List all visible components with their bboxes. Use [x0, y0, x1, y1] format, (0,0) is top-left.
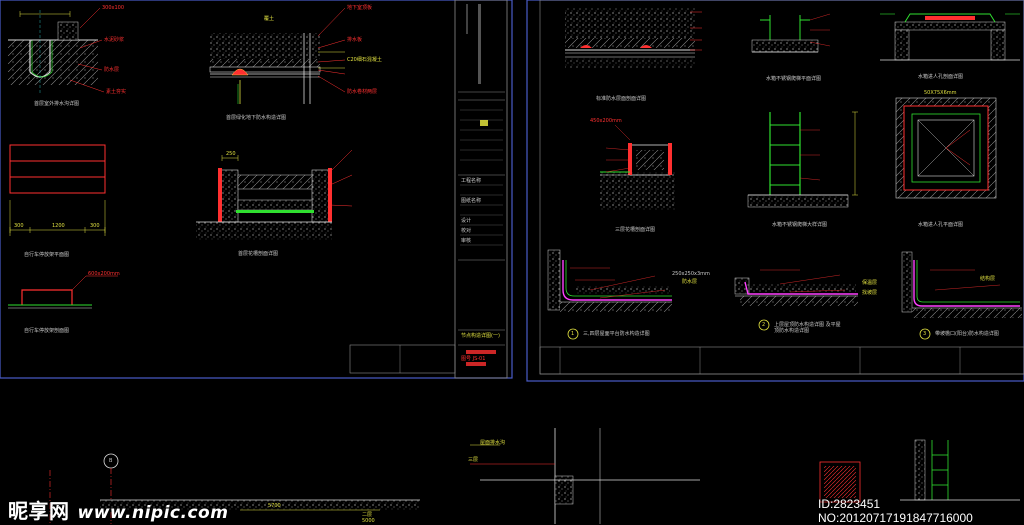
- detail-ladder-elevation: [747, 111, 858, 208]
- detail-num-1: 1: [571, 331, 575, 337]
- left-sheet-frame: [0, 0, 513, 379]
- watermark-brand: 昵享网 www.nipic.com: [8, 495, 228, 524]
- titleblock-drawing-no: 图号 JS-01: [461, 356, 486, 362]
- detail-num-3: 3: [923, 331, 927, 337]
- label-roof-2: 排水板: [347, 37, 363, 43]
- callout-drain-2: 水泥砂浆: [104, 37, 125, 43]
- bottom-dim-5000: 5000: [362, 518, 375, 524]
- detail-title-1: 三,四层屋面平台防水构造详图: [583, 331, 650, 337]
- bottom-sheet: [49, 428, 1020, 524]
- bottom-label-second-floor: 二层: [362, 512, 373, 518]
- callout-drain-1: 300x100: [102, 5, 125, 11]
- detail-manhole-plan: [895, 97, 997, 199]
- dim-300-b: 300: [90, 223, 100, 229]
- right-sheet-frame: [526, 0, 1024, 382]
- titleblock-label-2: 图纸名称: [461, 198, 482, 204]
- title-drain-channel: 首层室外排水沟详图: [34, 101, 80, 107]
- dim-300-a: 300: [14, 223, 24, 229]
- title-ladder-detail: 水箱不锈钢爬梯大样详图: [772, 222, 828, 228]
- title-bike-rack-plan: 自行车停放架平面图: [24, 252, 70, 258]
- detail-bike-rack-section: [8, 275, 118, 309]
- bottom-dim-5700: 5700: [268, 503, 281, 509]
- label-roof-3: C20细石混凝土: [347, 57, 382, 63]
- callout-right-4: 防水层: [682, 279, 698, 285]
- watermark-id: ID:2823451 NO:20120717191847716000: [818, 497, 973, 525]
- detail-standard-roof-section: [565, 8, 702, 68]
- detail-ladder-plan: [751, 13, 831, 53]
- detail-bike-rack-plan: [9, 144, 106, 236]
- detail-drain-channel: [8, 7, 105, 95]
- callout-right-3: 250x250x3mm: [672, 271, 710, 277]
- callout-right-5: 保温层: [862, 280, 878, 286]
- detail-third-floor-planter: [600, 124, 675, 210]
- detail-num-2: 2: [762, 322, 766, 328]
- label-soil: 覆土: [264, 16, 275, 22]
- title-third-floor-planter: 三层花槽剖面详图: [615, 227, 656, 233]
- titleblock-drawing-name: 节点构造详图(一): [461, 333, 500, 339]
- detail-title-2: 上层屋顶防水构造详图 及平屋顶防水构造详图: [774, 322, 841, 334]
- callout-bike-rack: 600x200mm: [88, 271, 120, 277]
- titleblock-label-3: 设计: [461, 218, 472, 224]
- callout-drain-3: 防水层: [104, 67, 120, 73]
- title-standard-roof: 标准防水层面剖面详图: [596, 96, 647, 102]
- grid-bubble-b: B: [109, 458, 113, 464]
- detail-waterproof-1: [547, 249, 672, 312]
- watermark-brand-name: 昵享网: [8, 499, 70, 523]
- title-bike-rack-section: 自行车停放架剖面图: [24, 328, 70, 334]
- bottom-label-gutter: 屋面排水沟: [480, 440, 506, 446]
- callout-right-1: 450x200mm: [590, 118, 622, 124]
- detail-waterproof-2: [734, 269, 858, 306]
- titleblock-label-5: 审核: [461, 238, 472, 244]
- detail-green-roof-section: [209, 7, 346, 104]
- titleblock-label-1: 工程名称: [461, 178, 482, 184]
- callout-right-6: 找坡层: [862, 290, 878, 296]
- label-roof-1: 地下室顶板: [347, 5, 373, 11]
- title-planter: 首层花槽剖面详图: [238, 251, 279, 257]
- detail-number-circles: [567, 319, 931, 340]
- callout-drain-4: 素土夯实: [106, 89, 127, 95]
- title-manhole-plan: 水箱进人孔平面详图: [918, 222, 964, 228]
- bottom-label-third-floor: 三层: [468, 457, 479, 463]
- titleblock-label-4: 校对: [461, 228, 472, 234]
- title-green-roof: 首层绿化地下防水构造详图: [226, 115, 287, 121]
- detail-waterproof-3: [901, 251, 1022, 318]
- label-roof-4: 防水卷材两层: [347, 89, 378, 95]
- title-ladder-plan: 水箱不锈钢爬梯平面详图: [766, 76, 822, 82]
- detail-manhole-section: [880, 13, 1020, 61]
- detail-planter-section: [196, 149, 353, 240]
- detail-title-3: 带坡檐口(阳台)防水构造详图: [935, 331, 999, 337]
- dim-250: 250: [226, 151, 236, 157]
- dim-1200: 1200: [52, 223, 65, 229]
- watermark-url: www.nipic.com: [77, 503, 229, 523]
- callout-right-7: 结构层: [980, 276, 996, 282]
- title-manhole-section: 水箱进人孔剖面详图: [918, 74, 964, 80]
- callout-right-2: 50X75X6mm: [924, 90, 957, 96]
